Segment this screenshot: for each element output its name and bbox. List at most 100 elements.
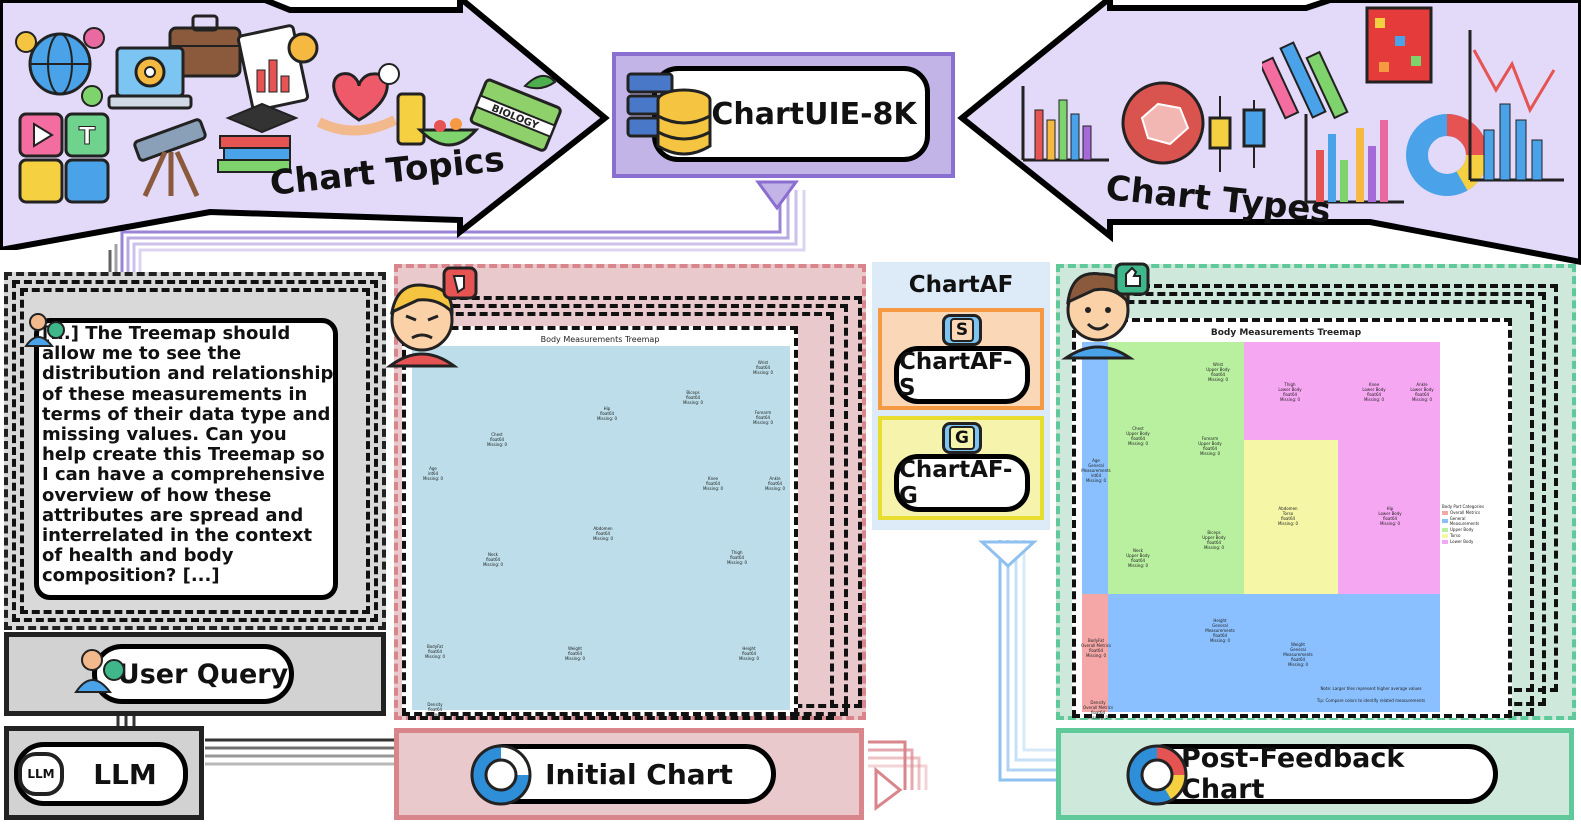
treemap-cell-label: Knee float64 Missing: 0 <box>702 476 724 491</box>
treemap-tile-overall <box>1082 594 1108 712</box>
post-label: Post-Feedback Chart <box>1181 743 1405 805</box>
treemap-cell-label: BodyFat float64 Missing: 0 <box>424 644 446 659</box>
user-question-icon <box>74 649 125 693</box>
treemap-cell-label: Ankle Lower Body float64 Missing: 0 <box>1410 382 1434 402</box>
donut-chart-icon <box>1406 114 1489 196</box>
treemap-cell-label: Height float64 Missing: 0 <box>738 646 760 661</box>
drink-salad-icon <box>396 92 480 147</box>
treemap-cell-label: Neck float64 Missing: 0 <box>482 552 504 567</box>
treemap-cell-label: Wrist float64 Missing: 0 <box>752 360 774 375</box>
treemap-cell-label: Density float64 Missing: 0 <box>424 702 446 717</box>
treemap-tile-upper-body <box>1108 342 1244 594</box>
legend-label: General Measurements <box>1449 516 1480 526</box>
query-label-pill: User Query <box>92 644 294 704</box>
query-label: User Query <box>117 658 289 690</box>
media-tiles-icon: T <box>18 112 110 204</box>
treemap-cell-label: Abdomen float64 Missing: 0 <box>592 526 614 541</box>
query-text: [...] The Treemap should allow me to see… <box>42 323 334 587</box>
legend-label: Lower Body <box>1450 539 1474 544</box>
robot-icon: G <box>942 422 982 454</box>
legend-label: Torso <box>1450 533 1461 538</box>
query-bubble <box>34 318 338 600</box>
biology-book-icon: BIOLOGY <box>469 75 562 152</box>
treemap-cell-label: Forearm Upper Body float64 Missing: 0 <box>1198 436 1222 456</box>
chartaf-g-label: ChartAF-G <box>899 457 1013 509</box>
llm-label: LLM <box>93 757 157 791</box>
treemap-cell-label: BodyFat Overall Metrics float64 Missing:… <box>1080 638 1112 658</box>
user-question-icon <box>24 313 65 347</box>
treemap-cell-label: Hip float64 Missing: 0 <box>596 406 618 421</box>
treemap-tile-lower-body-top <box>1244 342 1440 440</box>
treemap-cell-label: Forearm float64 Missing: 0 <box>752 410 774 425</box>
map-chart-icon <box>1121 81 1205 165</box>
initial-treemap <box>412 346 790 710</box>
treemap-tile-general <box>1108 594 1440 712</box>
heart-hand-icon <box>316 63 400 136</box>
treemap-cell-label: Wrist Upper Body float64 Missing: 0 <box>1206 362 1230 382</box>
initial-chart: Body Measurements Treemap Wrist float64 … <box>402 326 798 717</box>
post-chart-title: Body Measurements Treemap <box>1210 328 1362 338</box>
legend-swatch <box>1442 533 1448 538</box>
box-plot-icon <box>1208 96 1266 172</box>
legend-swatch <box>1442 510 1448 515</box>
treemap-cell-label: Chest Upper Body float64 Missing: 0 <box>1126 426 1150 446</box>
legend-title: Body Part Categories <box>1442 504 1485 509</box>
globe-people-icon <box>15 27 105 107</box>
legend-label: Overall Metrics <box>1450 510 1481 515</box>
llm-head-icon: LLM <box>18 752 64 796</box>
treemap-cell-label: Ankle float64 Missing: 0 <box>764 476 786 491</box>
database-server-icon <box>626 72 712 156</box>
svg-text:T: T <box>79 122 96 150</box>
legend-swatch <box>1442 527 1448 532</box>
donut-chart-icon <box>1126 744 1188 806</box>
legend-item: Lower Body <box>1442 539 1494 544</box>
treemap-tile-torso <box>1244 440 1338 594</box>
multi-bar-chart-icon <box>1262 41 1349 120</box>
heatmap-icon <box>1365 6 1433 84</box>
dataset-arrow <box>755 180 799 211</box>
legend-item: Upper Body <box>1442 527 1494 532</box>
chart-document-icon <box>236 24 319 112</box>
post-tip: Tip: Compare colors to identify related … <box>1316 698 1426 703</box>
legend-label: Upper Body <box>1450 527 1474 532</box>
post-note: Note: Larger tiles represent higher aver… <box>1320 686 1422 691</box>
treemap-cell-label: Biceps Upper Body float64 Missing: 0 <box>1202 530 1226 550</box>
post-chart: Body Measurements Treemap Wrist Upper Bo… <box>1072 318 1512 720</box>
initial-chart-title: Body Measurements Treemap <box>540 335 660 344</box>
legend-item: Overall Metrics <box>1442 510 1494 515</box>
legend-swatch <box>1442 539 1448 544</box>
dataset-label: ChartUIE-8K <box>711 96 917 132</box>
legend-item: Torso <box>1442 533 1494 538</box>
treemap-tile-hip <box>1338 440 1440 594</box>
chartaf-g-pill: ChartAF-G <box>894 454 1030 512</box>
treemap-cell-label: Height General Measurements float64 Miss… <box>1205 618 1235 643</box>
post-label-pill: Post-Feedback Chart <box>1136 743 1498 805</box>
chartaf-s-label: ChartAF-S <box>899 349 1013 401</box>
legend-item: General Measurements <box>1442 516 1494 526</box>
robot-icon: S <box>942 314 982 346</box>
telescope-icon <box>133 118 207 198</box>
treemap-cell-label: Abdomen Torso float64 Missing: 0 <box>1277 506 1299 526</box>
donut-chart-icon <box>470 744 532 806</box>
treemap-tile-age <box>1082 342 1108 594</box>
post-treemap <box>1082 342 1440 712</box>
laptop-gear-icon <box>107 46 193 110</box>
treemap-cell-label: Weight float64 Missing: 0 <box>564 646 586 661</box>
chartaf-s-pill: ChartAF-S <box>894 346 1030 404</box>
treemap-cell-label: Biceps float64 Missing: 0 <box>682 390 704 405</box>
treemap-cell-label: Neck Upper Body float64 Missing: 0 <box>1126 548 1150 568</box>
treemap-cell-label: Age int64 Missing: 0 <box>422 466 444 481</box>
happy-user-icon <box>1061 262 1150 360</box>
treemap-cell-label: Weight General Measurements float64 Miss… <box>1283 642 1313 667</box>
treemap-cell-label: Chest float64 Missing: 0 <box>486 432 508 447</box>
query-stack-frame <box>12 280 378 622</box>
treemap-cell-label: Age General Measurements int64 Missing: … <box>1081 458 1111 483</box>
line-chart-icon <box>1468 30 1564 182</box>
books-graduation-icon <box>217 102 299 173</box>
bar-chart-icon <box>1021 86 1109 162</box>
chartaf-title: ChartAF <box>908 272 1014 298</box>
treemap-cell-label: Density Overall Metrics float64 Missing:… <box>1082 700 1114 720</box>
